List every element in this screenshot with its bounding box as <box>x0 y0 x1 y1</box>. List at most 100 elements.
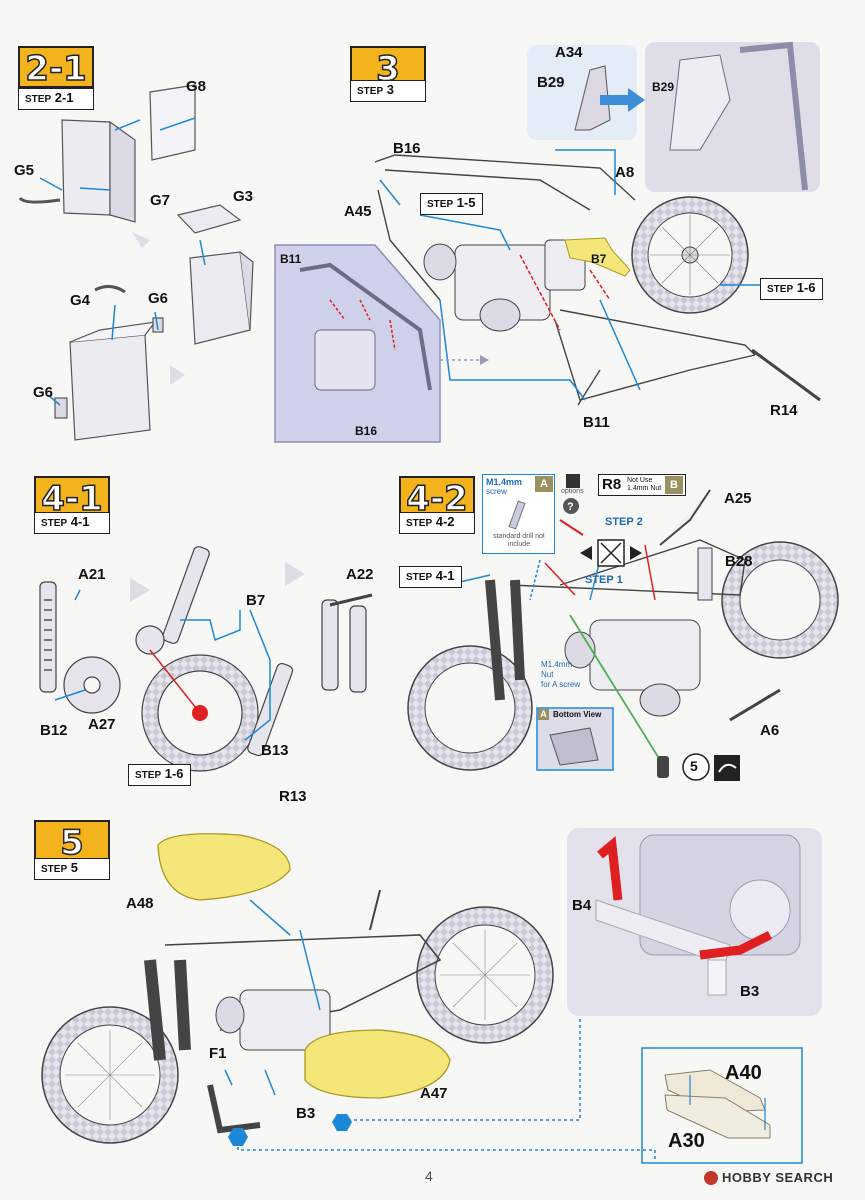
step-4-2-icons: ? <box>563 474 740 781</box>
watermark: HOBBY SEARCH <box>722 1170 834 1185</box>
step-5-bike <box>41 833 656 1160</box>
step-4-1-arrows <box>130 562 305 602</box>
step-4-2-prefix: STEP <box>406 518 433 529</box>
part-B12: B12 <box>40 722 68 739</box>
part-B11-inset: B11 <box>280 252 302 266</box>
screw-sub: screw <box>486 487 507 496</box>
step-4-2-ref-4-1: STEP 4-1 <box>399 566 462 588</box>
part-F1: F1 <box>209 1045 227 1062</box>
part-A27: A27 <box>88 716 116 733</box>
part-G6-b: G6 <box>33 384 54 401</box>
step-3-frame <box>374 154 821 406</box>
page-number: 4 <box>425 1168 433 1184</box>
step-3-num: 3 <box>386 82 394 97</box>
part-A30: A30 <box>668 1130 705 1152</box>
nut-note-2: Nut <box>541 670 554 679</box>
step-3-ref-1-5: STEP 1-5 <box>420 193 483 215</box>
part-A6: A6 <box>760 722 780 739</box>
r8-part: R8 <box>602 476 622 493</box>
nut-note: M1.4mm Nut for A screw <box>541 660 580 690</box>
step-5-prefix: STEP <box>41 864 68 875</box>
step-2-1-label: STEP 2-1 <box>18 88 94 110</box>
screw-box: M1.4mm screw A standard drill not includ… <box>482 474 555 554</box>
step-2-1-leaders <box>39 117 206 406</box>
part-G6: G6 <box>148 290 169 307</box>
step-2-1-prefix: STEP <box>25 94 52 105</box>
part-R13: R13 <box>279 788 307 805</box>
step-4-2-num: 4-2 <box>435 514 455 529</box>
ref-1-6a-num: 1-6 <box>796 280 816 295</box>
ref-1-6b-prefix: STEP <box>135 770 162 781</box>
ref-4-1-num: 4-1 <box>435 568 455 583</box>
step-5-badge: 5 <box>34 820 110 864</box>
ref-1-5-num: 1-5 <box>456 195 476 210</box>
screw-icon <box>508 500 526 530</box>
ref-1-6a-prefix: STEP <box>767 284 794 295</box>
step-3-prefix: STEP <box>357 86 384 97</box>
step-4-2-bike <box>407 489 839 771</box>
step-2-1-arrows <box>132 232 185 385</box>
options-label: options <box>561 488 584 495</box>
r8-box: R8 Not Use 1.4mm Nut B <box>598 474 686 496</box>
step-3-label: STEP 3 <box>350 80 426 102</box>
part-A21: A21 <box>78 566 106 583</box>
part-B28: B28 <box>725 553 753 570</box>
step-4-2-bottom-view <box>536 707 614 771</box>
step-2-1-drawing <box>18 84 254 441</box>
part-G5: G5 <box>14 162 35 179</box>
nut-note-1: M1.4mm <box>541 660 573 669</box>
r8-note-2: 1.4mm Nut <box>627 485 662 492</box>
part-A47: A47 <box>420 1085 448 1102</box>
part-B3-inset: B3 <box>740 983 760 1000</box>
step-4-2-label: STEP 4-2 <box>399 512 475 534</box>
nut-note-3: for A screw <box>541 680 581 689</box>
part-A34: A34 <box>555 44 583 61</box>
screw-tag: A <box>535 476 553 492</box>
part-A25: A25 <box>724 490 752 507</box>
svg-text:?: ? <box>567 501 574 513</box>
step-3-leaders <box>379 149 760 401</box>
part-B29: B29 <box>537 74 565 91</box>
step-4-1-num: 4-1 <box>70 514 90 529</box>
part-A22: A22 <box>346 566 374 583</box>
part-A40: A40 <box>725 1062 762 1084</box>
part-B16-inset: B16 <box>355 424 378 438</box>
part-B11: B11 <box>583 414 610 431</box>
ref-4-1-prefix: STEP <box>406 572 433 583</box>
hobbysearch-logo-icon <box>704 1171 718 1185</box>
step-5-num: 5 <box>70 860 78 875</box>
part-G7: G7 <box>150 192 171 209</box>
part-A45: A45 <box>344 203 372 220</box>
step-3-ref-1-6: STEP 1-6 <box>760 278 823 300</box>
step-2-1-badge: 2-1 <box>18 46 94 90</box>
r8-tag: B <box>665 476 683 494</box>
step-3-rear-wheel <box>631 196 749 314</box>
screw-note: standard drill not include <box>493 533 545 548</box>
part-R14: R14 <box>770 402 798 419</box>
part-G4: G4 <box>70 292 91 309</box>
bottom-view-label: Bottom View <box>553 710 602 719</box>
part-B16: B16 <box>393 140 421 157</box>
ref-1-5-prefix: STEP <box>427 199 454 210</box>
part-A48: A48 <box>126 895 154 912</box>
bottom-view-tag: A <box>540 709 547 719</box>
step-4-1-label: STEP 4-1 <box>34 512 110 534</box>
part-B7: B7 <box>591 252 607 266</box>
part-B13: B13 <box>261 742 289 759</box>
part-B3: B3 <box>296 1105 316 1122</box>
step1-arrow-label: STEP 1 <box>585 574 623 586</box>
step-3-inset-b11 <box>274 244 489 443</box>
step-2-1-num: 2-1 <box>54 90 74 105</box>
step-3-engine <box>423 239 586 332</box>
r8-note-1: Not Use <box>627 477 653 484</box>
part-G3: G3 <box>233 188 254 205</box>
step-3-inset-a34 <box>527 41 820 192</box>
part-B7-41: B7 <box>246 592 266 609</box>
part-B29-inset: B29 <box>652 80 675 94</box>
step-3-bracket-yellow <box>564 237 631 277</box>
step-5-inset-engine <box>567 828 822 1016</box>
part-A8: A8 <box>615 164 635 181</box>
step-5-inset-a40 <box>641 1047 803 1164</box>
step2-arrow-label: STEP 2 <box>605 516 643 528</box>
